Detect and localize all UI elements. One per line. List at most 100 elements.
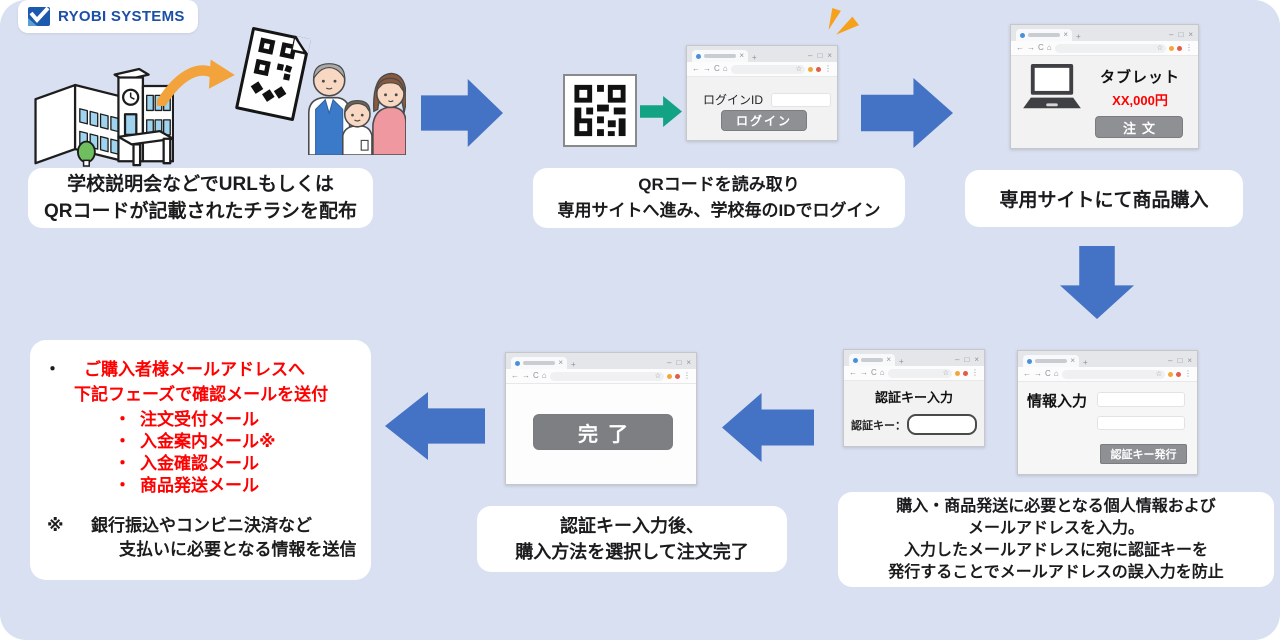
- maximize-icon[interactable]: □: [1177, 356, 1183, 365]
- forward-icon[interactable]: →: [522, 371, 530, 380]
- reload-icon[interactable]: C: [871, 368, 877, 377]
- info-input-title: 情報入力: [1027, 393, 1088, 410]
- home-icon[interactable]: ⌂: [541, 371, 547, 380]
- notification-dot-icon: [816, 66, 821, 72]
- window-close-icon[interactable]: ×: [686, 358, 691, 367]
- footnote-mark-icon: ※: [47, 516, 64, 535]
- caption-line: QRコードが記載されたチラシを配布: [43, 201, 358, 222]
- minimize-icon[interactable]: –: [1168, 356, 1173, 365]
- profile-dot-icon: [667, 373, 672, 379]
- bookmark-star-icon[interactable]: ☆: [942, 369, 949, 377]
- mail-list-item: ・ 注文受付メール: [44, 409, 359, 431]
- maximize-icon[interactable]: □: [676, 358, 682, 367]
- home-icon[interactable]: ⌂: [1053, 369, 1059, 378]
- tab-title-placeholder: [1028, 33, 1061, 37]
- window-close-icon[interactable]: ×: [827, 51, 832, 60]
- new-tab-icon[interactable]: +: [752, 53, 757, 62]
- issue-auth-key-button[interactable]: 認証キー発行: [1100, 444, 1187, 464]
- browser-nav-bar: ← → C ⌂ ☆ ⋮: [687, 62, 837, 77]
- footnote-line1: 銀行振込やコンビニ決済など: [91, 516, 312, 535]
- back-icon[interactable]: ←: [1023, 369, 1031, 378]
- menu-icon[interactable]: ⋮: [1184, 369, 1192, 378]
- browser-nav-bar: ← → C ⌂ ☆ ⋮: [1011, 41, 1198, 56]
- address-bar[interactable]: ☆: [730, 64, 805, 74]
- login-id-input[interactable]: [771, 92, 832, 107]
- maximize-icon[interactable]: □: [964, 355, 970, 364]
- browser-tab-bar: × + – □ ×: [506, 353, 696, 369]
- notification-dot-icon: [963, 370, 968, 376]
- order-button[interactable]: 注文: [1095, 116, 1183, 138]
- tab-close-icon[interactable]: ×: [558, 358, 563, 367]
- reload-icon[interactable]: C: [1038, 43, 1044, 52]
- address-bar[interactable]: ☆: [1054, 43, 1166, 53]
- tab-close-icon[interactable]: ×: [1070, 356, 1075, 365]
- home-icon[interactable]: ⌂: [722, 64, 728, 73]
- forward-icon[interactable]: →: [1034, 369, 1042, 378]
- profile-dot-icon: [808, 66, 813, 72]
- tab-close-icon[interactable]: ×: [739, 51, 744, 60]
- minimize-icon[interactable]: –: [667, 358, 672, 367]
- profile-dot-icon: [1168, 371, 1173, 377]
- minimize-icon[interactable]: –: [1169, 30, 1174, 39]
- browser-tab[interactable]: ×: [1016, 29, 1072, 41]
- address-bar[interactable]: ☆: [887, 368, 952, 378]
- window-close-icon[interactable]: ×: [1187, 356, 1192, 365]
- tab-close-icon[interactable]: ×: [1063, 30, 1068, 39]
- browser-tab[interactable]: ×: [692, 50, 748, 62]
- reload-icon[interactable]: C: [1045, 369, 1051, 378]
- reload-icon[interactable]: C: [714, 64, 720, 73]
- minimize-icon[interactable]: –: [955, 355, 960, 364]
- login-button[interactable]: ログイン: [721, 110, 807, 131]
- auth-key-input[interactable]: [907, 414, 977, 435]
- browser-tab[interactable]: ×: [511, 357, 567, 369]
- back-icon[interactable]: ←: [849, 368, 857, 377]
- address-bar[interactable]: ☆: [1061, 369, 1165, 379]
- tab-title-placeholder: [704, 54, 737, 58]
- profile-dot-icon: [955, 370, 960, 376]
- back-icon[interactable]: ←: [692, 64, 700, 73]
- mail-list-item: ・ 入金確認メール: [44, 453, 359, 475]
- bookmark-star-icon[interactable]: ☆: [1155, 370, 1162, 378]
- address-bar[interactable]: ☆: [549, 371, 664, 381]
- browser-tab[interactable]: ×: [1023, 355, 1079, 367]
- window-close-icon[interactable]: ×: [974, 355, 979, 364]
- step2-caption: QRコードを読み取り 専用サイトへ進み、学校毎のIDでログイン: [533, 168, 905, 228]
- bookmark-star-icon[interactable]: ☆: [1156, 44, 1163, 52]
- browser-tab-bar: × + – □ ×: [687, 46, 837, 62]
- menu-icon[interactable]: ⋮: [1185, 43, 1193, 52]
- bookmark-star-icon[interactable]: ☆: [795, 65, 802, 73]
- bookmark-star-icon[interactable]: ☆: [654, 372, 661, 380]
- favicon: [853, 357, 858, 363]
- maximize-icon[interactable]: □: [817, 51, 823, 60]
- reload-icon[interactable]: C: [533, 371, 539, 380]
- window-close-icon[interactable]: ×: [1188, 30, 1193, 39]
- forward-icon[interactable]: →: [703, 64, 711, 73]
- home-icon[interactable]: ⌂: [1046, 43, 1052, 52]
- complete-button[interactable]: 完了: [533, 414, 673, 450]
- forward-icon[interactable]: →: [1027, 43, 1035, 52]
- mail-list-item: ・ 入金案内メール※: [44, 431, 359, 453]
- browser-tab[interactable]: ×: [849, 354, 895, 366]
- product-price: XX,000円: [1112, 93, 1168, 108]
- info-input-field-1[interactable]: [1097, 392, 1185, 407]
- new-tab-icon[interactable]: +: [899, 357, 904, 366]
- new-tab-icon[interactable]: +: [1076, 32, 1081, 41]
- menu-icon[interactable]: ⋮: [824, 64, 832, 73]
- new-tab-icon[interactable]: +: [571, 360, 576, 369]
- home-icon[interactable]: ⌂: [879, 368, 885, 377]
- maximize-icon[interactable]: □: [1178, 30, 1184, 39]
- favicon: [696, 53, 701, 59]
- login-id-label: ログインID: [703, 93, 764, 107]
- menu-icon[interactable]: ⋮: [683, 371, 691, 380]
- new-tab-icon[interactable]: +: [1083, 358, 1088, 367]
- menu-icon[interactable]: ⋮: [971, 368, 979, 377]
- tab-close-icon[interactable]: ×: [886, 355, 891, 364]
- info-input-browser-window: × + – □ × ← → C ⌂ ☆ ⋮ 情報入力 認証キー発行: [1017, 350, 1198, 475]
- forward-icon[interactable]: →: [860, 368, 868, 377]
- info-input-field-2[interactable]: [1097, 416, 1185, 430]
- tab-title-placeholder: [1035, 359, 1068, 363]
- back-icon[interactable]: ←: [1016, 43, 1024, 52]
- minimize-icon[interactable]: –: [808, 51, 813, 60]
- back-icon[interactable]: ←: [511, 371, 519, 380]
- notification-dot-icon: [675, 373, 680, 379]
